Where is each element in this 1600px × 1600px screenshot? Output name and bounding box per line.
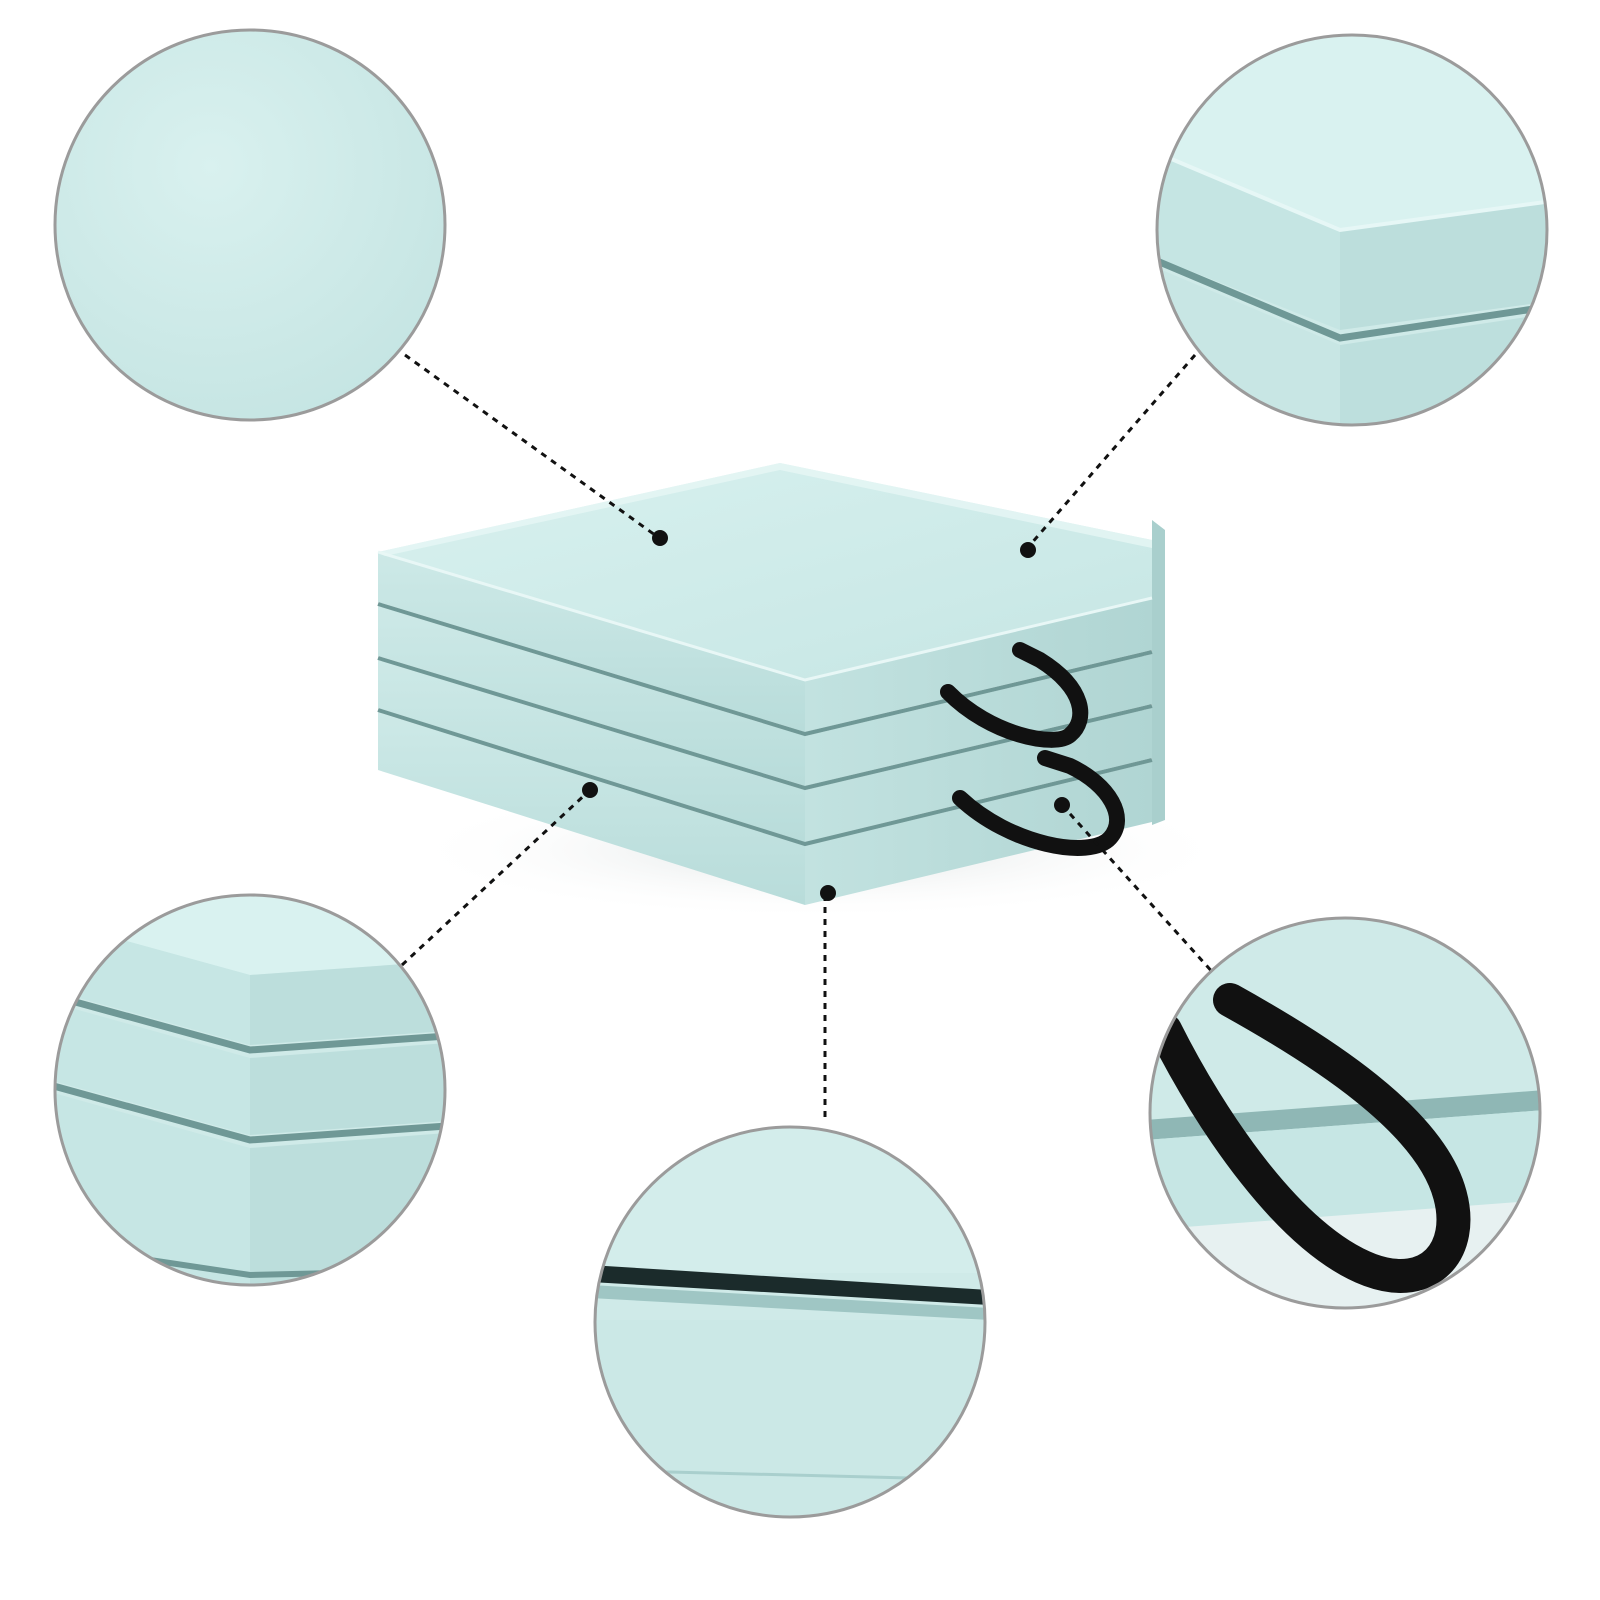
callout-dot-side-layers xyxy=(582,782,598,798)
mat-panel-1-side xyxy=(805,598,1152,732)
leader-line-right xyxy=(1060,803,1217,977)
detail-circle-stacked-layers xyxy=(53,893,447,1287)
detail-circle-seam xyxy=(593,1125,987,1519)
detail-circle-surface-texture xyxy=(53,28,447,422)
leader-line-top-left xyxy=(404,353,656,537)
mat-top-surface xyxy=(378,463,1152,680)
leader-line-top-right xyxy=(1028,354,1197,546)
callout-leader-lines xyxy=(400,353,1217,1118)
mat-seam-3 xyxy=(377,708,1153,847)
mat-panel-2-front xyxy=(378,606,805,786)
callout-dot-bottom-seam xyxy=(820,885,836,901)
carry-handle-lower xyxy=(952,750,1125,856)
detail-circle-handle xyxy=(1148,916,1542,1310)
folded-mat-stack xyxy=(377,463,1165,905)
detail-circle-corner-edge xyxy=(1155,33,1549,427)
mat-panel-1-front xyxy=(378,552,805,732)
mat-panel-3-front xyxy=(378,660,805,842)
handle-strap-closeup xyxy=(1150,983,1471,1293)
callout-dot-top-edge xyxy=(1020,542,1036,558)
callout-dots xyxy=(582,530,1070,901)
carry-handle-upper xyxy=(940,642,1089,748)
callout-dot-top-surface xyxy=(652,530,668,546)
mat-right-edge xyxy=(1152,520,1165,825)
mat-top-back-edge xyxy=(378,463,1152,556)
mat-top-edge-highlight xyxy=(377,550,1153,682)
mat-seam-1 xyxy=(377,602,1153,737)
mat-panel-4-front xyxy=(378,712,805,905)
callout-dot-handle xyxy=(1054,797,1070,813)
